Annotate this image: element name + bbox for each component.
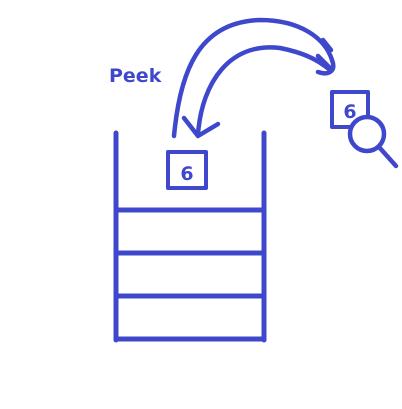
stack-top-box [166,150,208,190]
stack-top-item: 6 [166,150,208,190]
magnifier-handle [376,144,399,169]
stack-container [113,130,267,343]
magnifier-icon [347,114,399,169]
arrow-inner-curve [195,45,333,137]
stack-top-value: 6 [180,163,193,185]
peek-arrow [171,17,336,139]
magnifier-lens [347,114,387,154]
peeked-value: 6 [343,101,356,123]
arrow-head-right-icon [315,37,335,73]
arrow-head-left-icon [181,115,221,139]
peek-label: Peek [109,65,162,87]
